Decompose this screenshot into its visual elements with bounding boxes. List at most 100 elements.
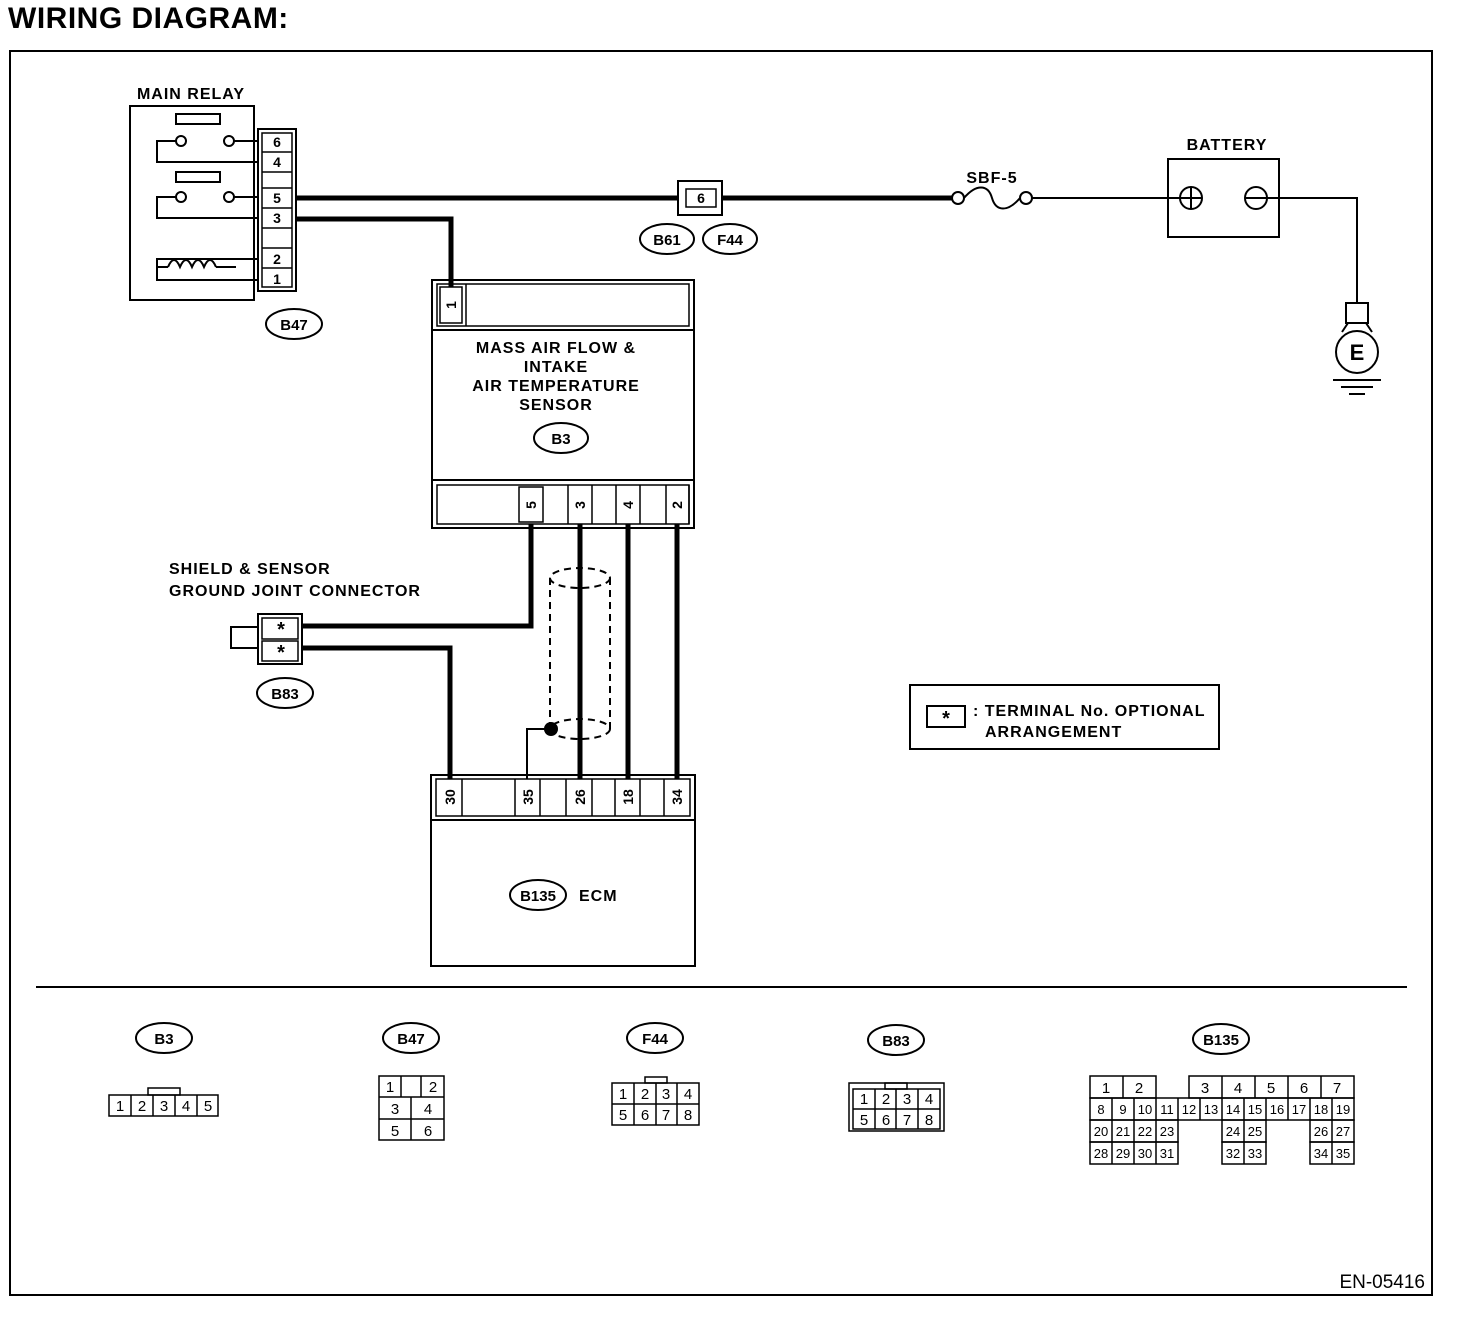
shield-pin: * <box>277 642 285 664</box>
main-relay: MAIN RELAY 6 4 5 3 2 1 B47 <box>129 86 323 340</box>
connector-face-f44: F44 1 2 3 4 5 6 7 8 <box>611 1022 700 1126</box>
connector-pin: 35 <box>1336 1146 1350 1161</box>
sensor-label-line: SENSOR <box>519 397 593 414</box>
connector-pin: 24 <box>1226 1124 1240 1139</box>
connector-pin: 13 <box>1204 1102 1218 1117</box>
wires <box>296 195 1180 779</box>
connector-pin: 27 <box>1336 1124 1350 1139</box>
battery: BATTERY <box>1167 137 1280 238</box>
connector-pin: 6 <box>1300 1080 1308 1097</box>
connector-tag: F44 <box>717 232 744 249</box>
connector-pin: 3 <box>160 1098 168 1115</box>
connector-pin: 2 <box>138 1098 146 1115</box>
page-title: WIRING DIAGRAM: <box>8 2 289 35</box>
ecm-pin: 26 <box>572 789 588 805</box>
ecm-pin: 35 <box>520 789 536 805</box>
connector-pin: 3 <box>391 1101 399 1118</box>
connector-pin: 5 <box>860 1112 868 1129</box>
connector-pin: 33 <box>1248 1146 1262 1161</box>
connector-pin: 4 <box>925 1091 933 1108</box>
figure-code: EN-05416 <box>1339 1272 1425 1293</box>
sensor-pin: 3 <box>572 501 588 509</box>
connector-pin: 11 <box>1160 1102 1174 1117</box>
main-relay-label: MAIN RELAY <box>137 86 245 103</box>
sensor-label-line: INTAKE <box>524 359 588 376</box>
connector-pin: 22 <box>1138 1124 1152 1139</box>
connector-tag: B83 <box>271 686 299 703</box>
connector-pin: 6 <box>424 1123 432 1140</box>
ground-label: E <box>1350 340 1365 365</box>
connector-pin: 2 <box>429 1079 437 1096</box>
connector-tag: B47 <box>397 1031 425 1048</box>
inline-pin: 6 <box>697 190 705 206</box>
connector-pin: 7 <box>662 1107 670 1124</box>
relay-pin: 5 <box>273 190 281 206</box>
connector-pin: 2 <box>882 1091 890 1108</box>
connector-pin: 25 <box>1248 1124 1262 1139</box>
maf-sensor: 1 MASS AIR FLOW & INTAKE AIR TEMPERATURE… <box>431 279 695 529</box>
connector-tag: B3 <box>551 431 570 448</box>
legend: * : TERMINAL No. OPTIONAL ARRANGEMENT <box>909 684 1220 750</box>
sensor-pin: 4 <box>620 501 636 509</box>
connector-face-b47: B47 1 2 3 4 5 6 <box>378 1022 445 1141</box>
battery-label: BATTERY <box>1187 137 1268 154</box>
ecm: 30 35 26 18 34 B135 ECM <box>430 774 696 967</box>
connector-pin: 10 <box>1138 1102 1152 1117</box>
connector-pin: 23 <box>1160 1124 1174 1139</box>
connector-pin: 18 <box>1314 1102 1328 1117</box>
connector-tag: F44 <box>642 1031 669 1048</box>
connector-pin: 29 <box>1116 1146 1130 1161</box>
connector-pin: 1 <box>386 1079 394 1096</box>
shield-joint-connector: SHIELD & SENSOR GROUND JOINT CONNECTOR *… <box>169 561 421 709</box>
connector-pin: 26 <box>1314 1124 1328 1139</box>
diagram-frame <box>9 50 1433 1296</box>
connector-pin: 28 <box>1094 1146 1108 1161</box>
connector-pin: 2 <box>641 1086 649 1103</box>
connector-tag: B135 <box>1203 1032 1239 1049</box>
connector-pin: 7 <box>1333 1080 1341 1097</box>
connector-face-b83: B83 1 2 3 4 5 6 7 8 <box>848 1024 945 1132</box>
sensor-pin: 2 <box>669 501 685 509</box>
connector-pin: 5 <box>204 1098 212 1115</box>
shield-label-line: GROUND JOINT CONNECTOR <box>169 583 421 600</box>
connector-pin: 3 <box>903 1091 911 1108</box>
connector-pin: 1 <box>619 1086 627 1103</box>
shield-label-line: SHIELD & SENSOR <box>169 561 331 578</box>
ecm-label: ECM <box>579 888 618 905</box>
relay-pin: 6 <box>273 134 281 150</box>
connector-pin: 3 <box>1201 1080 1209 1097</box>
connector-pin: 17 <box>1292 1102 1306 1117</box>
connector-pin: 1 <box>1102 1080 1110 1097</box>
connector-pin: 12 <box>1182 1102 1196 1117</box>
sensor-pin: 1 <box>443 301 459 309</box>
connector-pin: 16 <box>1270 1102 1284 1117</box>
connector-tag: B83 <box>882 1033 910 1050</box>
relay-pin: 4 <box>273 154 281 170</box>
relay-pin: 2 <box>273 251 281 267</box>
legend-text-line: : TERMINAL No. OPTIONAL <box>973 703 1205 720</box>
connector-pin: 5 <box>391 1123 399 1140</box>
connector-pin: 19 <box>1336 1102 1350 1117</box>
connector-pin: 20 <box>1094 1124 1108 1139</box>
connector-pin: 8 <box>925 1112 933 1129</box>
connector-tag: B135 <box>520 888 556 905</box>
relay-pin: 1 <box>273 271 281 287</box>
ecm-pin: 18 <box>620 789 636 805</box>
connector-pin: 8 <box>1097 1102 1104 1117</box>
connector-pin: 4 <box>684 1086 692 1103</box>
ecm-pin: 30 <box>442 789 458 805</box>
connector-pin: 4 <box>1234 1080 1242 1097</box>
connector-pin: 1 <box>860 1091 868 1108</box>
connector-pin: 4 <box>424 1101 432 1118</box>
connector-tag: B47 <box>280 317 308 334</box>
connector-pin: 6 <box>882 1112 890 1129</box>
connector-pin: 4 <box>182 1098 190 1115</box>
connector-pin: 15 <box>1248 1102 1262 1117</box>
connector-pin: 30 <box>1138 1146 1152 1161</box>
sensor-pin: 5 <box>523 501 539 509</box>
connector-pin: 5 <box>1267 1080 1275 1097</box>
connector-pin: 32 <box>1226 1146 1240 1161</box>
connector-pin: 34 <box>1314 1146 1328 1161</box>
fuse-label: SBF-5 <box>966 170 1017 187</box>
ground-symbol: E <box>1267 197 1381 395</box>
